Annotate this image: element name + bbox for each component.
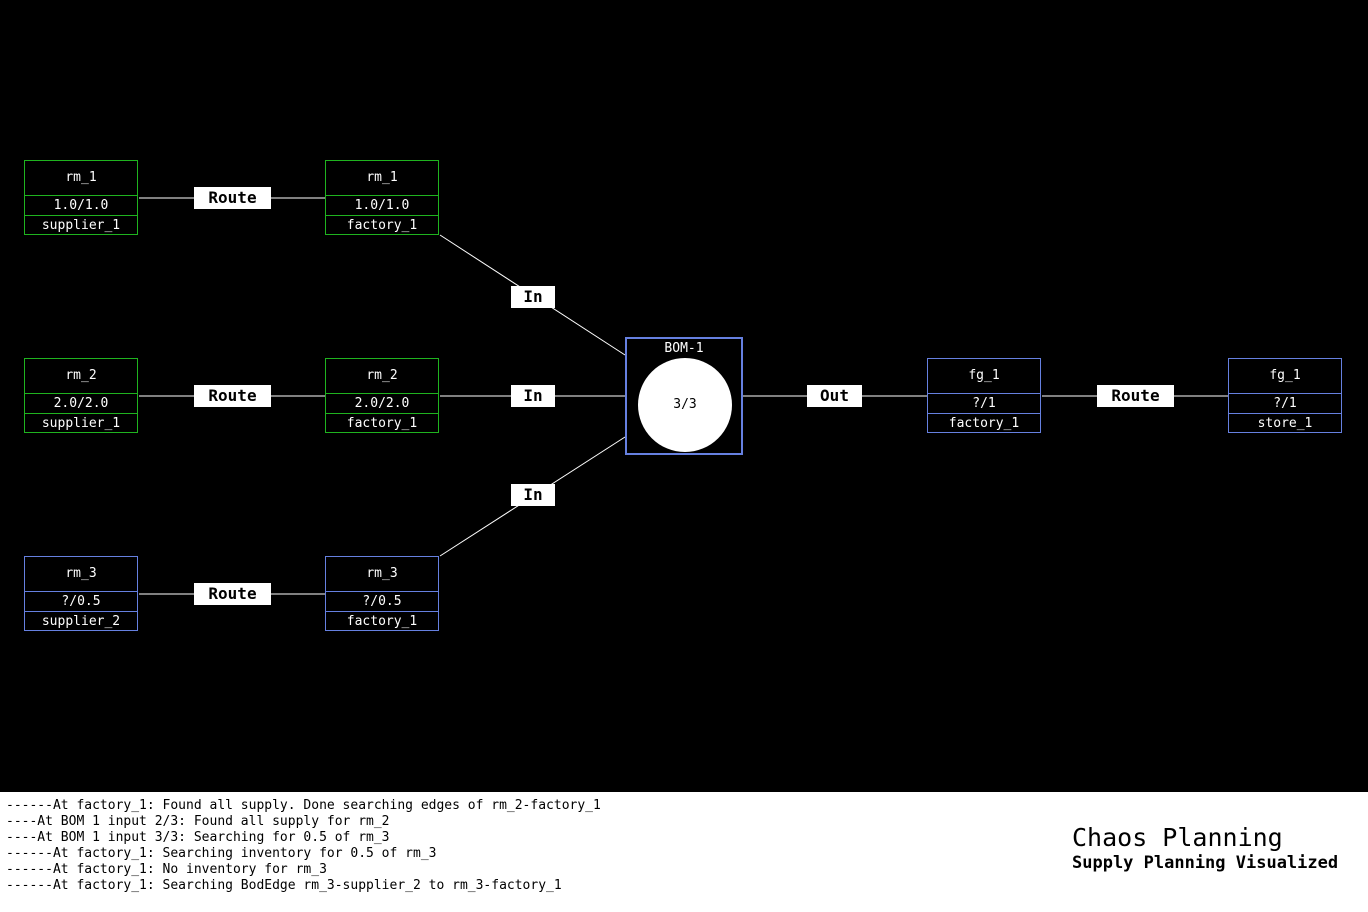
node-location: factory_1 <box>326 611 438 631</box>
log-line: ------At factory_1: No inventory for rm_… <box>6 862 327 877</box>
log-output: ------At factory_1: Found all supply. Do… <box>6 798 601 894</box>
log-line: ------At factory_1: Searching BodEdge rm… <box>6 878 562 893</box>
brand: Chaos Planning Supply Planning Visualize… <box>1072 824 1338 874</box>
node-quantity: ?/1 <box>928 393 1040 413</box>
edge-label-in-rm1: In <box>511 286 555 308</box>
node-quantity: 1.0/1.0 <box>326 195 438 215</box>
brand-subtitle: Supply Planning Visualized <box>1072 853 1339 873</box>
node-rm2-supplier1[interactable]: rm_2 2.0/2.0 supplier_1 <box>24 358 138 433</box>
node-location: supplier_1 <box>25 413 137 433</box>
node-rm3-supplier2[interactable]: rm_3 ?/0.5 supplier_2 <box>24 556 138 631</box>
node-location: store_1 <box>1229 413 1341 433</box>
supply-graph-canvas: rm_1 1.0/1.0 supplier_1 rm_1 1.0/1.0 fac… <box>24 160 1342 631</box>
node-name: rm_1 <box>65 170 97 185</box>
node-rm1-supplier1[interactable]: rm_1 1.0/1.0 supplier_1 <box>24 160 138 235</box>
node-quantity: 2.0/2.0 <box>25 393 137 413</box>
bom-title: BOM-1 <box>664 341 704 356</box>
node-fg1-factory1[interactable]: fg_1 ?/1 factory_1 <box>927 358 1041 433</box>
node-quantity: ?/0.5 <box>25 591 137 611</box>
edge-label-route-rm2: Route <box>194 385 271 407</box>
node-quantity: 1.0/1.0 <box>25 195 137 215</box>
edge-label-in-rm3: In <box>511 484 555 506</box>
node-name: fg_1 <box>968 368 1000 383</box>
footer-panel: ------At factory_1: Found all supply. Do… <box>0 792 1368 912</box>
node-location: factory_1 <box>326 413 438 433</box>
node-location: supplier_1 <box>25 215 137 235</box>
edge-label-in-rm2: In <box>511 385 555 407</box>
node-rm2-factory1[interactable]: rm_2 2.0/2.0 factory_1 <box>325 358 439 433</box>
log-line: ----At BOM 1 input 2/3: Found all supply… <box>6 814 390 829</box>
edge-label-route-rm3: Route <box>194 583 271 605</box>
edge-label-route-fg1: Route <box>1097 385 1174 407</box>
log-line: ------At factory_1: Found all supply. Do… <box>6 798 601 813</box>
node-fg1-store1[interactable]: fg_1 ?/1 store_1 <box>1228 358 1342 433</box>
log-line: ----At BOM 1 input 3/3: Searching for 0.… <box>6 830 390 845</box>
node-quantity: 2.0/2.0 <box>326 393 438 413</box>
node-rm3-factory1[interactable]: rm_3 ?/0.5 factory_1 <box>325 556 439 631</box>
node-location: factory_1 <box>326 215 438 235</box>
node-location: supplier_2 <box>25 611 137 631</box>
bom-progress-circle: 3/3 <box>638 358 732 452</box>
node-name: rm_3 <box>366 566 398 581</box>
node-name: rm_2 <box>65 368 97 383</box>
node-name: fg_1 <box>1269 368 1301 383</box>
node-location: factory_1 <box>928 413 1040 433</box>
node-quantity: ?/0.5 <box>326 591 438 611</box>
node-name: rm_2 <box>366 368 398 383</box>
node-quantity: ?/1 <box>1229 393 1341 413</box>
log-line: ------At factory_1: Searching inventory … <box>6 846 437 861</box>
node-name: rm_1 <box>366 170 398 185</box>
brand-title: Chaos Planning <box>1072 823 1283 852</box>
node-name: rm_3 <box>65 566 97 581</box>
node-rm1-factory1[interactable]: rm_1 1.0/1.0 factory_1 <box>325 160 439 235</box>
bom-node[interactable]: BOM-1 3/3 <box>625 337 743 455</box>
edge-label-route-rm1: Route <box>194 187 271 209</box>
edge-label-out-fg1: Out <box>807 385 862 407</box>
